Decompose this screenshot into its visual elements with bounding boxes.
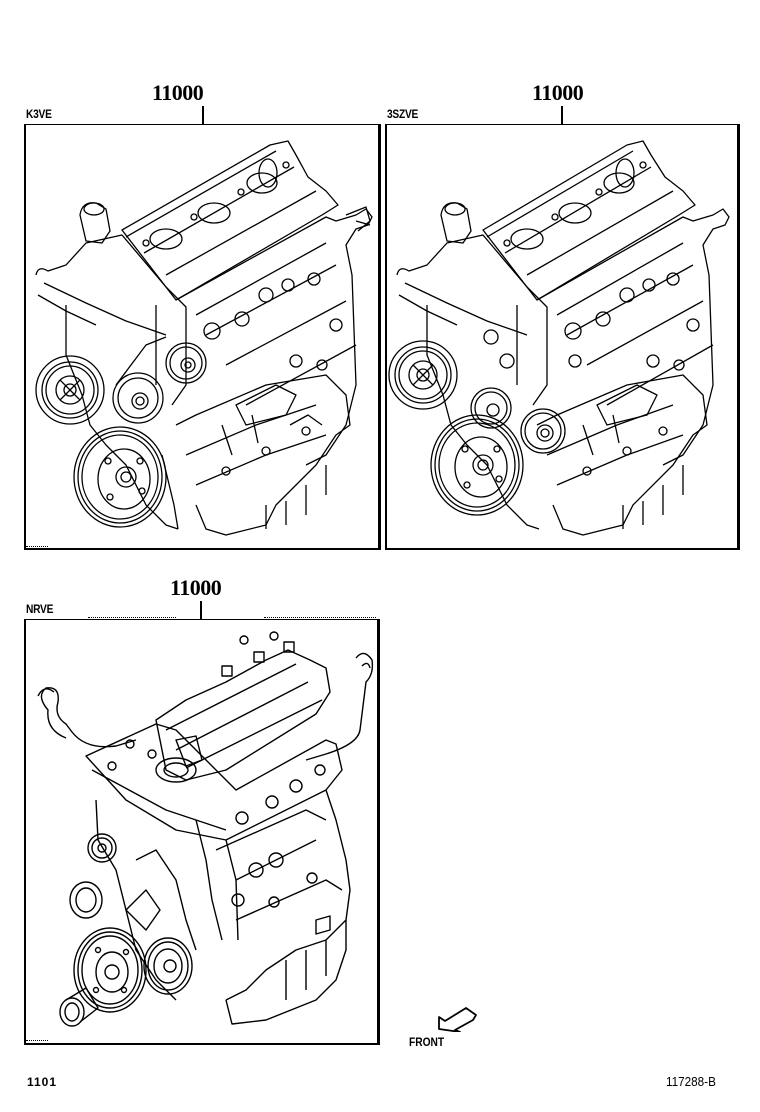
illustration-id: 117288-B [666, 1074, 716, 1089]
front-label: FRONT [409, 1035, 445, 1049]
engine-assembly-icon[interactable] [387, 125, 740, 549]
page-code: 1101 [27, 1075, 58, 1089]
dotted-edge [26, 1040, 48, 1041]
part-number-label[interactable]: 11000 [152, 80, 204, 105]
engine-code-label: NRVE [26, 602, 54, 616]
leader-line [561, 106, 563, 125]
dotted-edge [88, 617, 176, 618]
engine-panel-nrve [24, 619, 380, 1045]
engine-assembly-icon[interactable] [26, 620, 380, 1044]
engine-panel-3szve [385, 124, 740, 550]
leader-line [202, 106, 204, 125]
engine-assembly-icon[interactable] [26, 125, 381, 549]
engine-code-label: K3VE [26, 107, 52, 121]
engine-panel-k3ve [24, 124, 381, 550]
dotted-edge [264, 617, 376, 618]
part-number-label[interactable]: 11000 [532, 80, 584, 105]
front-arrow-icon [438, 1007, 477, 1032]
engine-code-label: 3SZVE [387, 107, 419, 121]
part-number-label[interactable]: 11000 [170, 575, 222, 600]
dotted-edge [26, 546, 48, 547]
leader-line [200, 601, 202, 620]
